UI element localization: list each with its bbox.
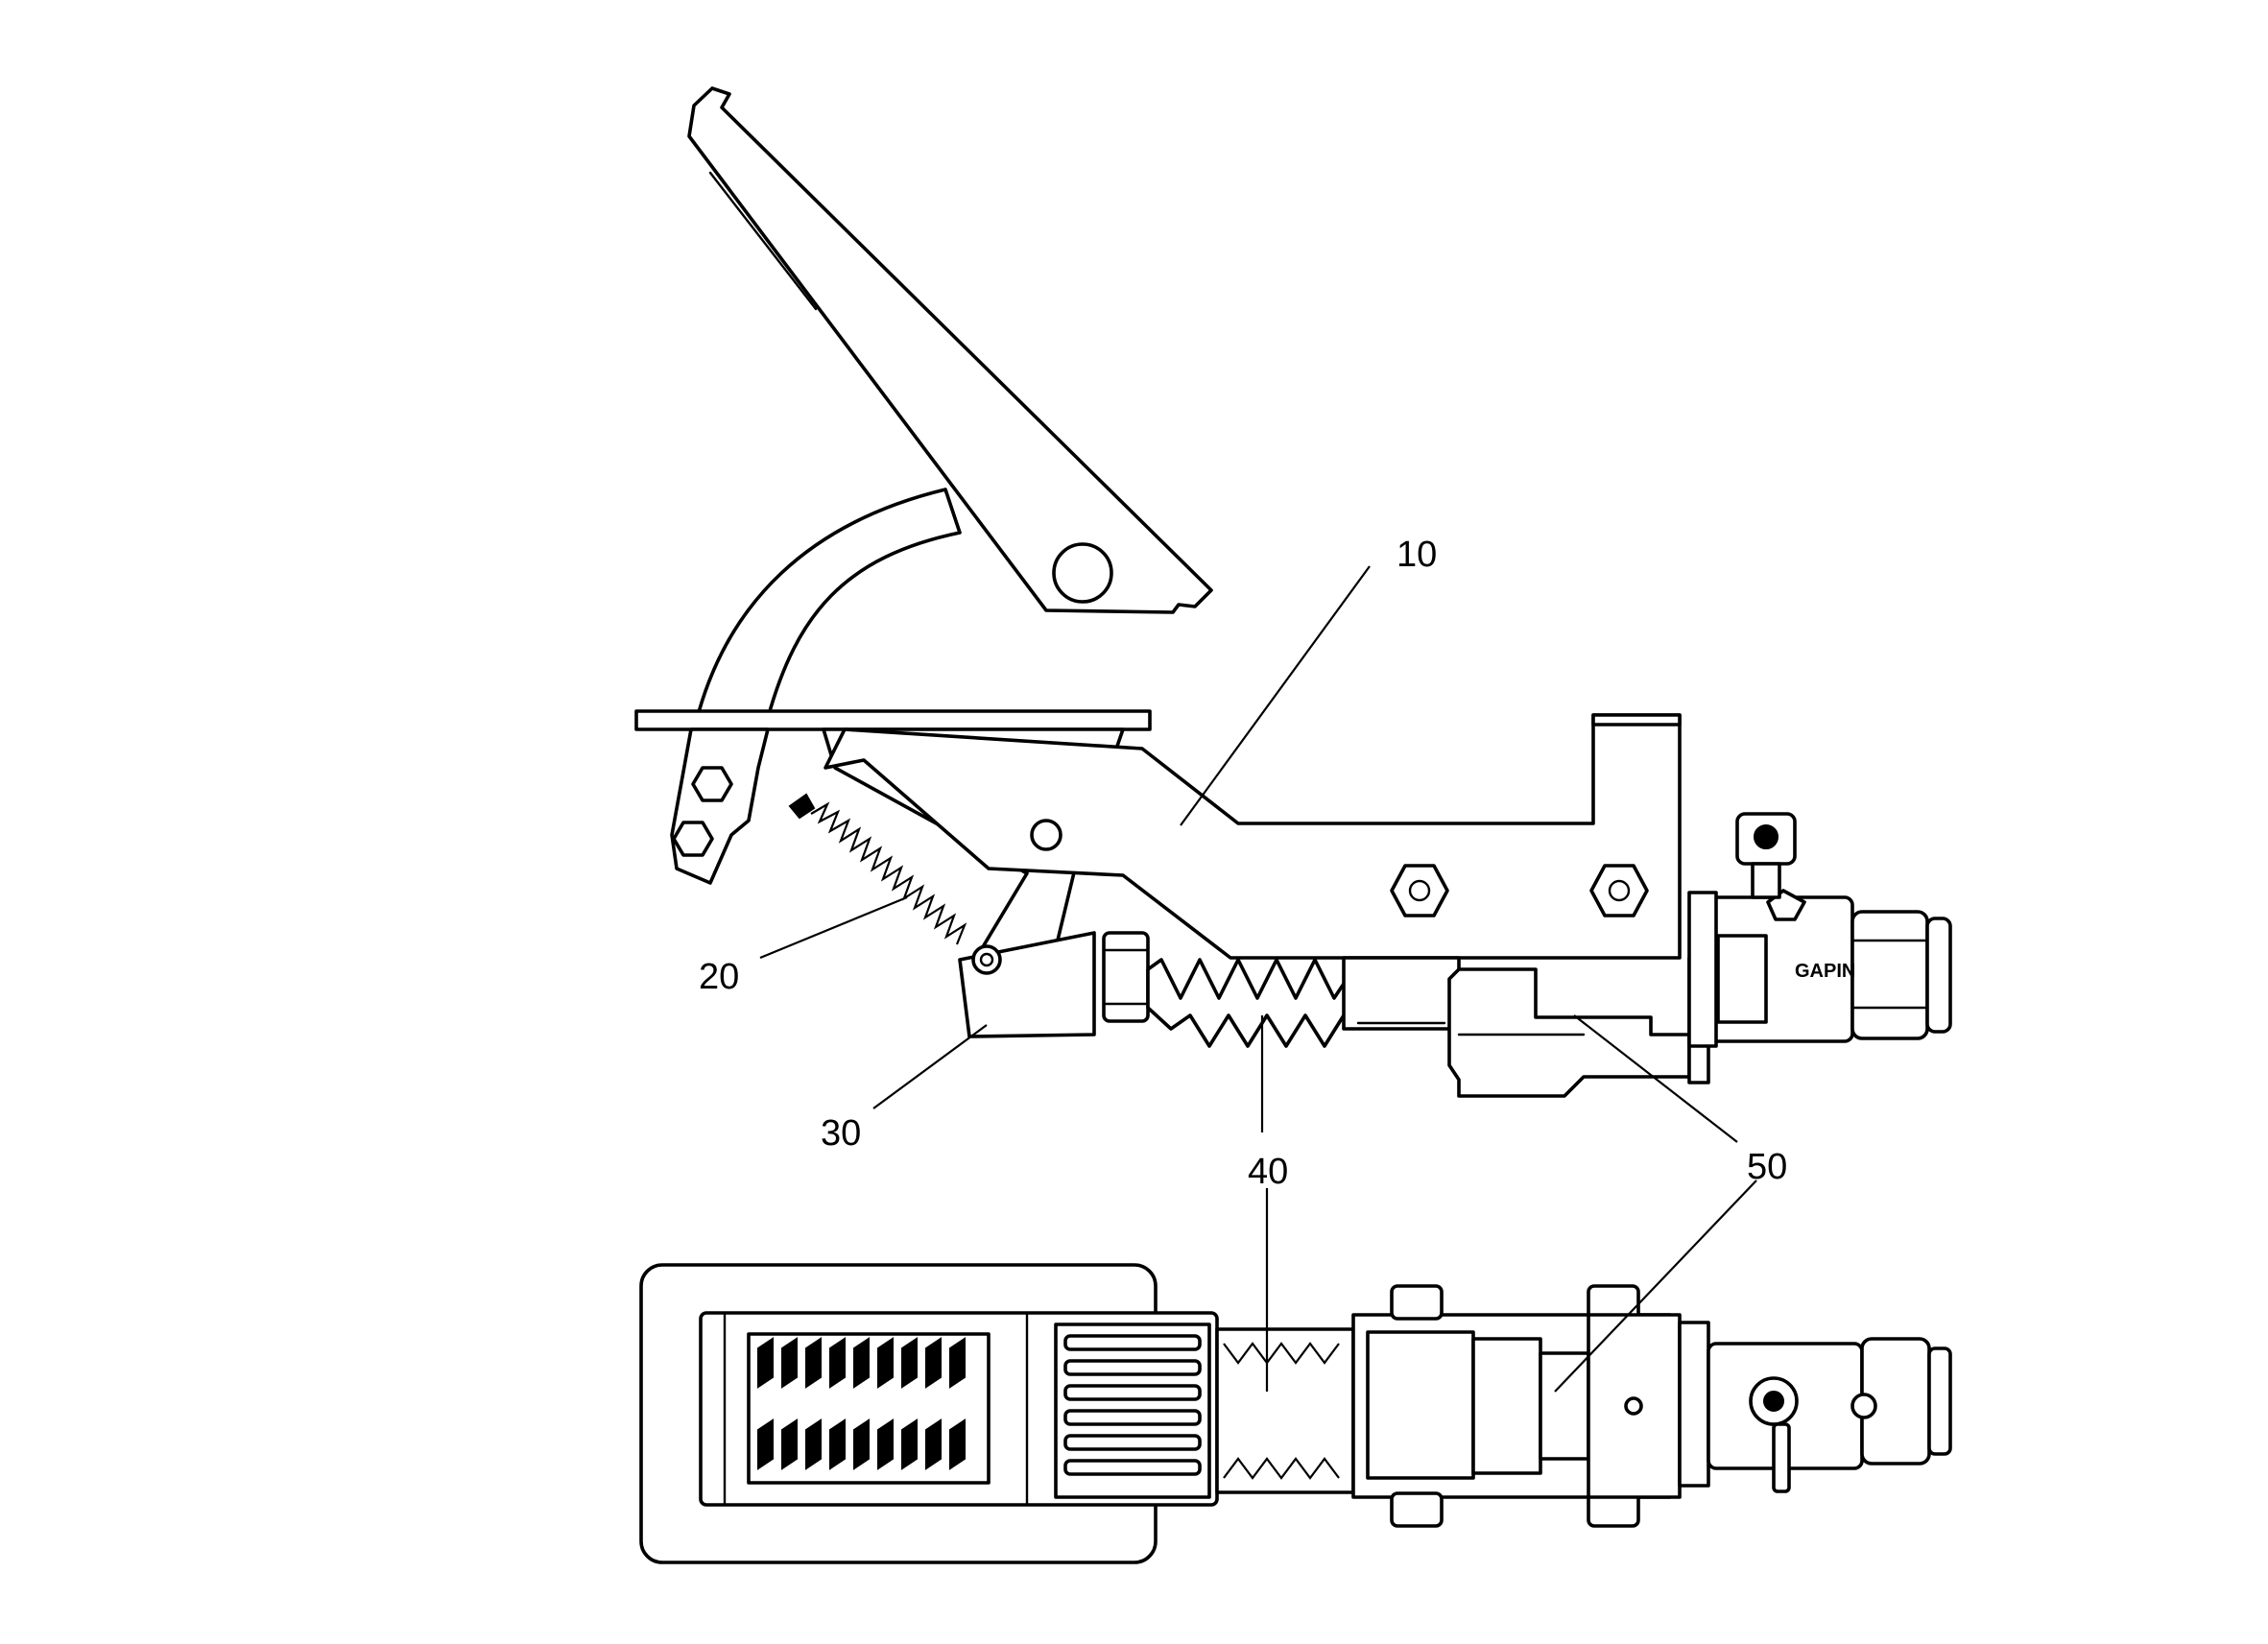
rod-housing bbox=[1342, 956, 1461, 1031]
callout-50: 50 bbox=[1747, 1147, 1787, 1187]
bracket-nut-upper bbox=[691, 766, 733, 802]
leader-30 bbox=[872, 1024, 988, 1109]
body-nut-left bbox=[1390, 864, 1449, 917]
adjusting-nut bbox=[1102, 931, 1150, 1023]
pedal-arm-edge bbox=[708, 171, 818, 311]
leader-lines bbox=[759, 565, 1757, 1393]
pedal-arm bbox=[687, 86, 1213, 614]
body-nut-right bbox=[1589, 864, 1649, 917]
callout-labels: 10 20 30 40 50 bbox=[699, 535, 1787, 1192]
callout-30: 30 bbox=[821, 1113, 861, 1154]
top-view bbox=[639, 1263, 1952, 1564]
callout-20: 20 bbox=[699, 957, 739, 997]
side-view: GAPIN bbox=[634, 86, 1952, 1098]
leader-10 bbox=[1180, 565, 1371, 826]
mounting-plate bbox=[634, 709, 1152, 731]
bellows-top bbox=[1215, 1327, 1355, 1494]
pedal-heel-ribs bbox=[1054, 1322, 1211, 1499]
leader-20 bbox=[759, 895, 908, 960]
body-rivet bbox=[1030, 819, 1062, 851]
callout-40: 40 bbox=[1248, 1152, 1288, 1192]
body-nut-left-bore bbox=[1408, 879, 1431, 902]
top-nut-1 bbox=[1390, 1284, 1444, 1321]
callout-10: 10 bbox=[1397, 535, 1437, 575]
leader-50-top bbox=[1554, 1179, 1757, 1393]
bracket-nut-lower bbox=[672, 821, 714, 857]
guide-arc bbox=[697, 488, 962, 720]
leader-50-side bbox=[1573, 1014, 1738, 1143]
left-bracket bbox=[670, 727, 770, 885]
pedal-pivot-hole bbox=[1052, 542, 1113, 604]
valve-brand-mark: GAPIN bbox=[1795, 961, 1855, 982]
bellows-boot bbox=[1146, 958, 1355, 1048]
bottom-nut-1 bbox=[1390, 1491, 1444, 1528]
return-spring bbox=[788, 793, 1002, 975]
pedal-grip-slots bbox=[747, 1332, 991, 1485]
main-body-top-step bbox=[1591, 713, 1682, 727]
valve-housing bbox=[1447, 967, 1691, 1098]
body-nut-right-bore bbox=[1608, 879, 1631, 902]
main-body bbox=[824, 713, 1682, 960]
